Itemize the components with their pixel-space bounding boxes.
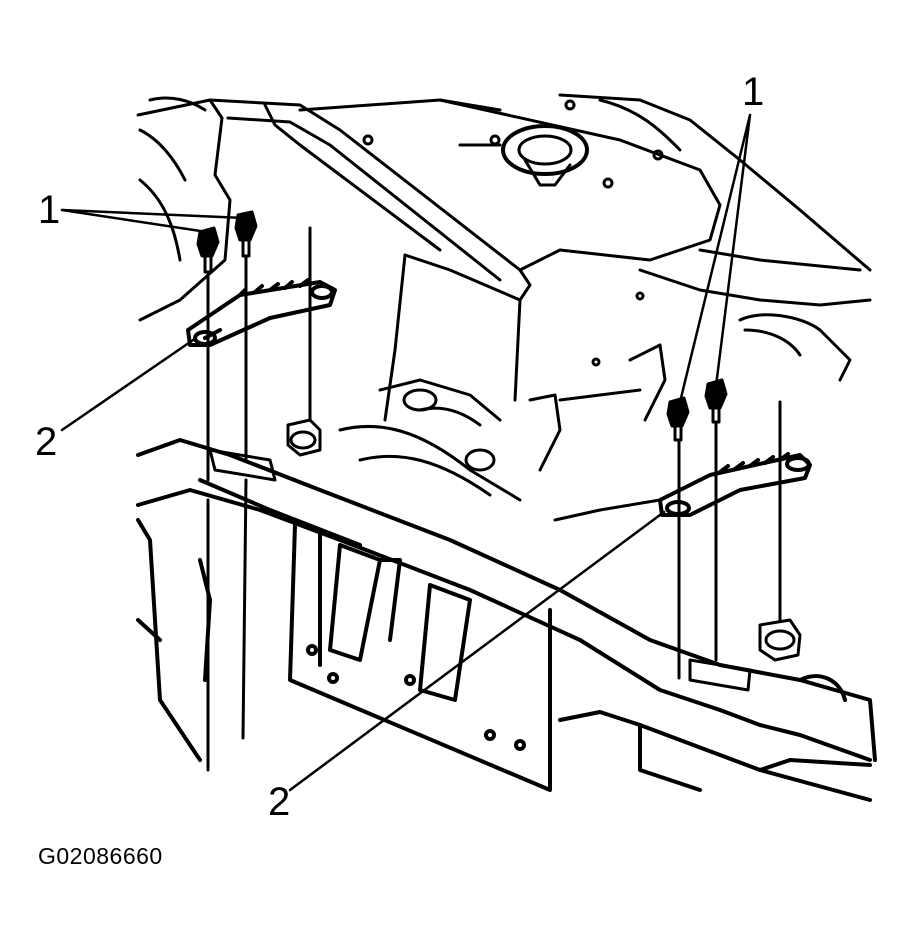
figure-id-label: G02086660 [38, 843, 163, 869]
mount-pads [208, 418, 802, 692]
bolts-left [196, 210, 258, 274]
callout-1-bolts-left: 1 [38, 188, 61, 232]
left-bracket [186, 278, 337, 347]
right-bracket [658, 452, 812, 517]
callout-1-bolts-right: 1 [742, 70, 765, 114]
frame-crossmember [136, 438, 877, 802]
engine-background [136, 93, 872, 522]
callout-2-bracket-right: 2 [268, 780, 291, 824]
bolts-right [666, 378, 728, 442]
alignment-lines [206, 226, 782, 772]
callout-2-bracket-left: 2 [35, 420, 58, 464]
leader-lines [60, 113, 752, 792]
